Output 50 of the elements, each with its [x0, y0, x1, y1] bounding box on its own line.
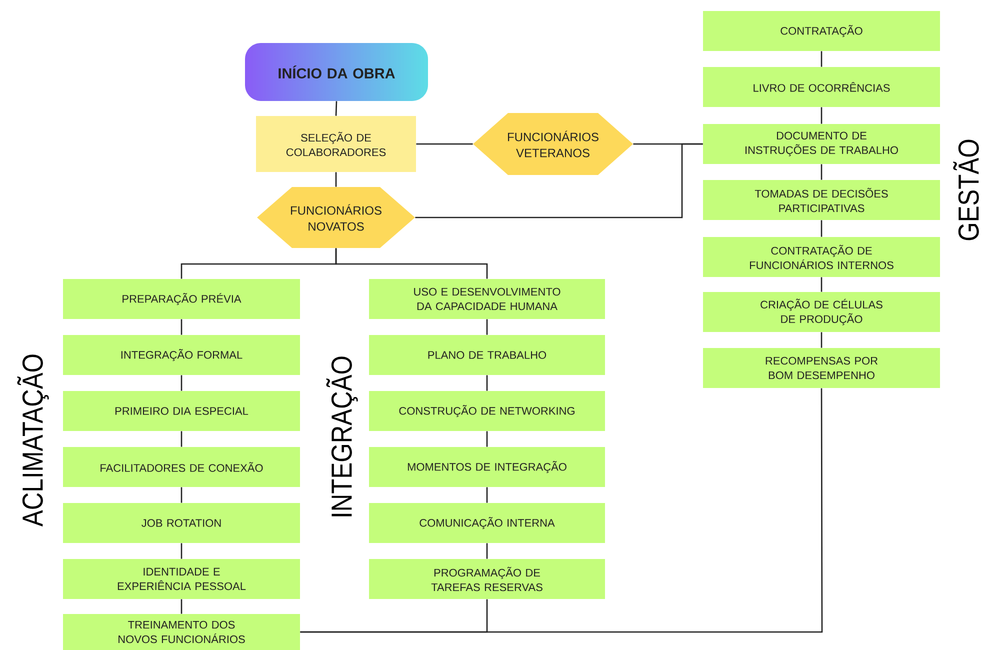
process-box: TOMADAS DE DECISÕES PARTICIPATIVAS [703, 180, 940, 220]
process-box: DOCUMENTO DE INSTRUÇÕES DE TRABALHO [703, 124, 940, 164]
connector-line [820, 277, 822, 292]
connector-line [180, 487, 182, 503]
process-box: USO E DESENVOLVIMENTO DA CAPACIDADE HUMANA [369, 279, 605, 319]
start-terminal: INÍCIO DA OBRA [278, 66, 395, 78]
process-box: FACILITADORES DE CONEXÃO [63, 447, 300, 487]
hexagon: FUNCIONÁRIOS VETERANOS [473, 113, 633, 175]
section-title: INTEGRAÇÃO [326, 356, 358, 516]
connector-line [486, 319, 488, 335]
connector-line [486, 431, 488, 447]
connector-line [820, 107, 822, 124]
connector-line [416, 143, 473, 145]
connector-line [486, 375, 488, 391]
connector-line [180, 375, 182, 391]
connector-line [180, 319, 182, 335]
connector-line [335, 248, 488, 279]
connector-line [415, 143, 703, 218]
process-box: IDENTIDADE E EXPERIÊNCIA PESSOAL [63, 559, 300, 599]
section-title: GESTÃO [953, 140, 979, 240]
process-box: JOB ROTATION [63, 503, 300, 543]
process-box: INTEGRAÇÃO FORMAL [63, 335, 300, 375]
process-box: PRIMEIRO DIA ESPECIAL [63, 391, 300, 431]
process-box: PLANO DE TRABALHO [369, 335, 605, 375]
process-box: TREINAMENTO DOS NOVOS FUNCIONÁRIOS [63, 614, 300, 650]
process-box: PREPARAÇÃO PRÉVIA [63, 279, 300, 319]
connector-line [180, 599, 182, 614]
connector-line [486, 487, 488, 503]
process-box: SELEÇÃO DE COLABORADORES [256, 116, 416, 172]
connector-line [820, 220, 822, 237]
connector-line [820, 332, 822, 348]
connector-line [300, 599, 488, 633]
section-title: ACLIMATAÇÃO [17, 354, 49, 526]
connector-line [335, 101, 338, 116]
process-box: CONTRATAÇÃO DE FUNCIONÁRIOS INTERNOS [703, 237, 940, 277]
process-box: RECOMPENSAS POR BOM DESEMPENHO [703, 348, 940, 388]
process-box: CONSTRUÇÃO DE NETWORKING [369, 391, 605, 431]
process-box: COMUNICAÇÃO INTERNA [369, 503, 605, 543]
process-box: LIVRO DE OCORRÊNCIAS [703, 67, 940, 107]
process-box: PROGRAMAÇÃO DE TAREFAS RESERVAS [369, 559, 605, 599]
connector-line [820, 51, 822, 67]
process-box: MOMENTOS DE INTEGRAÇÃO [369, 447, 605, 487]
hexagon: FUNCIONÁRIOS NOVATOS [257, 187, 415, 248]
process-box: CONTRATAÇÃO [703, 11, 940, 51]
connector-line [486, 543, 488, 559]
connector-line [820, 164, 822, 180]
connector-line [180, 431, 182, 447]
connector-line [180, 543, 182, 559]
connector-line [335, 172, 337, 187]
process-box: CRIAÇÃO DE CÉLULAS DE PRODUÇÃO [703, 292, 940, 332]
